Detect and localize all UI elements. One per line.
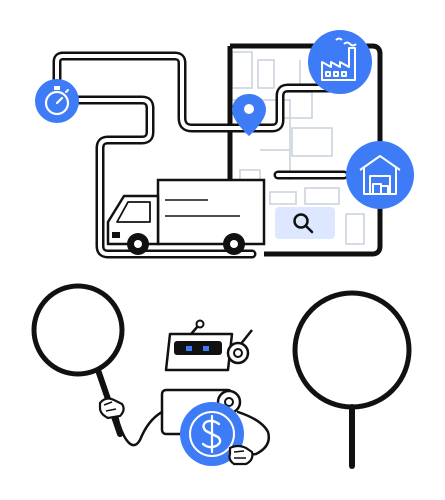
location-pin-icon [232,94,266,136]
search-icon [275,207,335,239]
magnifying-glass-icon [292,290,412,469]
warehouse-icon [346,141,414,209]
robot-hand-left [98,397,125,420]
route-road [52,51,349,259]
delivery-truck-icon [106,178,266,255]
dollar-coin-icon [180,402,244,466]
factory-icon [308,30,372,94]
stopwatch-icon [35,79,79,123]
robot-hand-right [228,444,254,466]
